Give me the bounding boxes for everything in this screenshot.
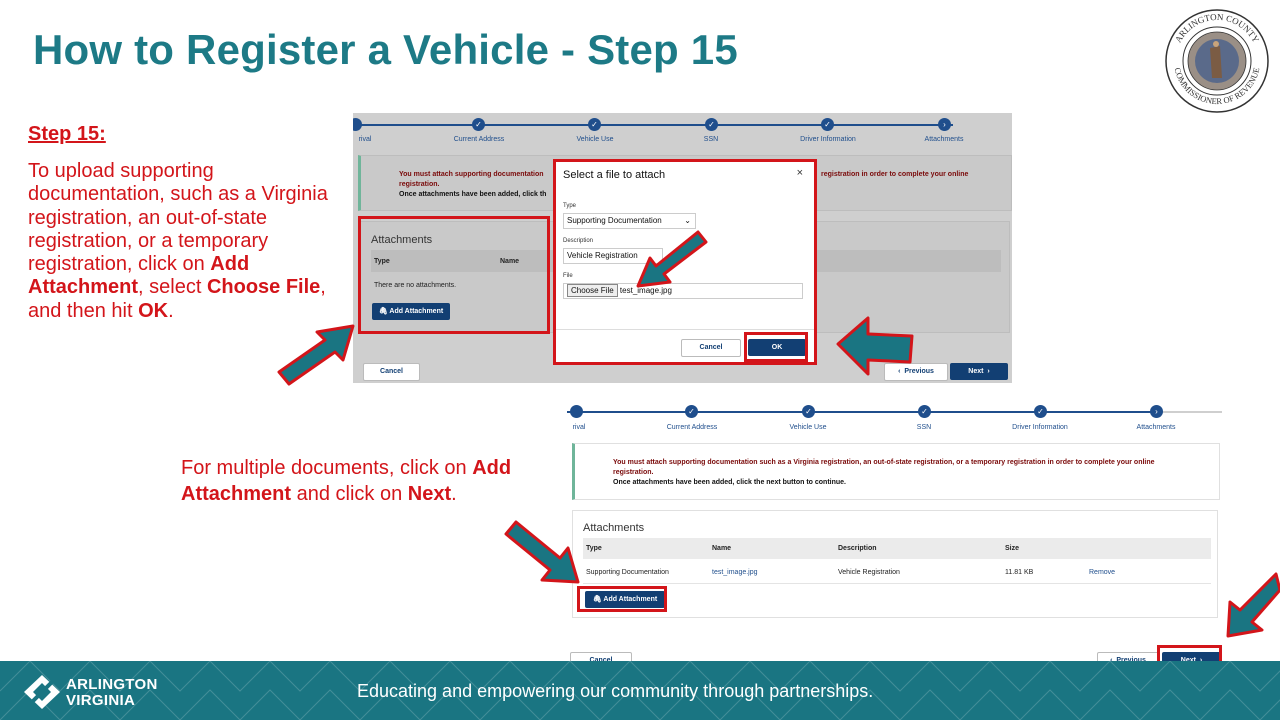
slide-title: How to Register a Vehicle - Step 15 (33, 26, 738, 73)
progress-label: Attachments (1136, 424, 1176, 431)
progress-check-icon: ✓ (802, 405, 815, 418)
paperclip-icon: 🖇 (378, 308, 388, 315)
progress-current-icon: › (938, 118, 951, 131)
county-seal-icon: ARLINGTON COUNTY COMMISSIONER OF REVENUE (1165, 9, 1269, 113)
progress-label: Vehicle Use (576, 136, 614, 143)
pointer-arrow-icon (277, 324, 355, 386)
progress-check-icon: ✓ (588, 118, 601, 131)
highlight-box (577, 586, 667, 612)
previous-button[interactable]: ‹ Previous (884, 363, 948, 381)
progress-label: Driver Information (800, 136, 856, 143)
highlight-box (358, 216, 550, 334)
progress-check-icon: ✓ (918, 405, 931, 418)
progress-label: Current Address (453, 136, 505, 143)
choose-file-button[interactable]: Choose File (567, 284, 618, 297)
type-select[interactable]: Supporting Documentation⌄ (563, 213, 696, 229)
file-link[interactable]: test_image.jpg (712, 569, 758, 576)
cancel-button[interactable]: Cancel (363, 363, 420, 381)
highlight-box (744, 332, 808, 362)
screenshot-attachments-step: ✓ ✓ ✓ ✓ › rival Current Address Vehicle … (567, 400, 1222, 672)
pointer-arrow-icon (1226, 572, 1280, 638)
remove-link[interactable]: Remove (1089, 569, 1116, 576)
next-button[interactable]: Next › (950, 363, 1008, 380)
highlight-box (553, 159, 817, 365)
file-attach-modal: Select a file to attach × Type Supportin… (553, 159, 815, 365)
pointer-arrow-icon (836, 316, 914, 376)
add-attachment-button[interactable]: 🖇 Add Attachment (372, 303, 450, 320)
file-input[interactable]: Choose File test_image.jpg (563, 283, 803, 299)
progress-label: rival (572, 424, 586, 431)
warning-box: You must attach supporting documentation… (572, 443, 1220, 500)
arlington-logo-icon (24, 675, 60, 709)
paperclip-icon: 🖇 (592, 596, 602, 603)
progress-dot (353, 118, 362, 131)
progress-label: Vehicle Use (789, 424, 827, 431)
pointer-arrow-icon (504, 520, 580, 584)
progress-label: Driver Information (1012, 424, 1068, 431)
progress-label: rival (358, 136, 372, 143)
footer-tagline: Educating and empowering our community t… (357, 681, 874, 701)
add-attachment-button[interactable]: 🖇 Add Attachment (585, 591, 665, 608)
pointer-arrow-icon (636, 230, 708, 288)
description-field[interactable]: Vehicle Registration (563, 248, 663, 264)
progress-dot (570, 405, 583, 418)
progress-check-icon: ✓ (705, 118, 718, 131)
step-label: Step 15: (28, 123, 106, 145)
modal-cancel-button[interactable]: Cancel (681, 339, 741, 357)
chevron-down-icon: ⌄ (684, 216, 691, 225)
ok-button[interactable]: OK (748, 339, 806, 356)
close-icon[interactable]: × (796, 167, 803, 179)
progress-check-icon: ✓ (472, 118, 485, 131)
progress-label: SSN (703, 136, 719, 143)
progress-check-icon: ✓ (685, 405, 698, 418)
footer-bar: ARLINGTON VIRGINIA Educating and empower… (0, 661, 1280, 720)
multi-doc-instructions: For multiple documents, click on Add Att… (181, 457, 512, 505)
progress-check-icon: ✓ (1034, 405, 1047, 418)
progress-current-icon: › (1150, 405, 1163, 418)
arlington-wordmark: ARLINGTON VIRGINIA (66, 676, 158, 709)
step-instructions: To upload supporting documentation, such… (28, 160, 328, 322)
progress-check-icon: ✓ (821, 118, 834, 131)
progress-label: SSN (916, 424, 932, 431)
progress-label: Attachments (924, 136, 964, 143)
progress-label: Current Address (666, 424, 718, 431)
attachments-panel: Attachments Type Name Description Size S… (572, 510, 1218, 618)
screenshot-modal-step: ✓ ✓ ✓ ✓ › rival Current Address Vehicle … (353, 113, 1012, 383)
footer-pattern (0, 661, 1280, 720)
